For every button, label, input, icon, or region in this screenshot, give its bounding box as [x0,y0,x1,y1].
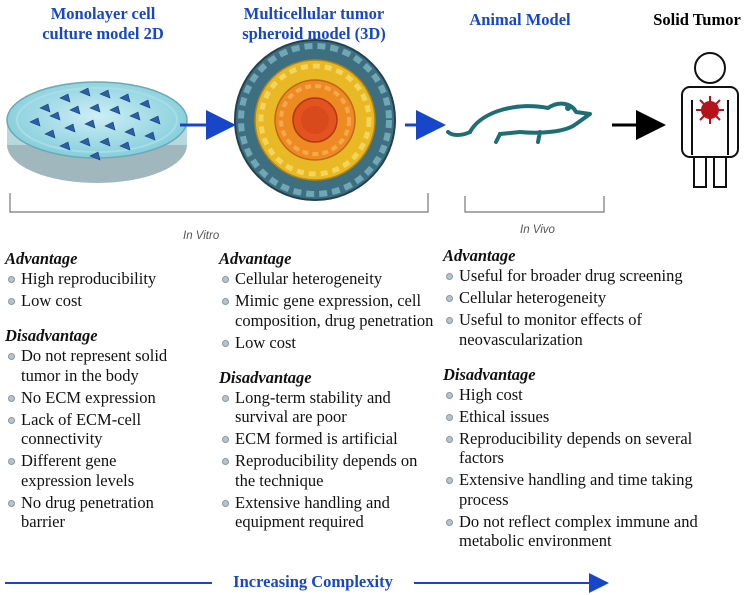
list-item: No drug penetration barrier [5,493,185,532]
petri-dish-icon [6,81,188,183]
list-item: Extensive handling and equipment require… [219,493,434,532]
list-item: Ethical issues [443,407,708,427]
disadvantage-heading: Disadvantage [219,367,312,387]
advantage-heading: Advantage [443,246,516,265]
mouse-icon [446,101,592,144]
title-line: Multicellular tumor [243,4,385,23]
list-item: High cost [443,385,708,405]
list-item: Cellular heterogeneity [219,269,434,289]
column-3d: Advantage Cellular heterogeneity Mimic g… [219,249,434,534]
column-animal: Advantage Useful for broader drug screen… [443,246,748,553]
in-vivo-bracket [464,196,605,213]
list-item: No ECM expression [5,388,185,408]
stage-title-animal: Animal Model [440,10,600,30]
list-item: Mimic gene expression, cell composition,… [219,291,434,330]
advantage-heading: Advantage [5,249,78,268]
list-item: Low cost [219,333,434,353]
list-item: Low cost [5,291,210,311]
stage-title-solid-tumor: Solid Tumor [640,10,754,30]
complexity-label: Increasing Complexity [233,572,393,591]
list-item: Long-term stability and survival are poo… [219,388,434,427]
title-line: Monolayer cell [50,4,156,23]
disadvantage-list: Do not represent solid tumor in the body… [5,346,185,532]
list-item: Useful for broader drug screening [443,266,723,286]
list-item: Reproducibility depends on several facto… [443,429,708,468]
in-vitro-label: In Vitro [183,230,220,242]
advantage-list: Cellular heterogeneity Mimic gene expres… [219,269,434,352]
list-item: Extensive handling and time taking proce… [443,470,708,509]
disadvantage-list: High cost Ethical issues Reproducibility… [443,385,708,551]
title-line: spheroid model (3D) [242,24,386,43]
advantage-heading: Advantage [219,249,292,268]
tumor-icon [696,96,724,124]
list-item: Different gene expression levels [5,451,185,490]
list-item: High reproducibility [5,269,210,289]
spheroid-icon [234,39,396,201]
list-item: ECM formed is artificial [219,429,434,449]
complexity-axis: Increasing Complexity [0,570,754,594]
disadvantage-heading: Disadvantage [5,326,98,345]
complexity-arrow [5,573,609,593]
list-item: Lack of ECM-cell connectivity [5,410,185,449]
column-2d: Advantage High reproducibility Low cost … [5,249,210,534]
title-line: Animal Model [469,10,571,29]
title-line: culture model 2D [42,24,164,43]
in-vitro-bracket [9,193,429,213]
list-item: Useful to monitor effects of neovascular… [443,310,723,349]
advantage-list: High reproducibility Low cost [5,269,210,311]
disadvantage-list: Long-term stability and survival are poo… [219,388,434,532]
disadvantage-heading: Disadvantage [443,364,536,384]
advantage-list: Useful for broader drug screening Cellul… [443,266,723,349]
list-item: Do not represent solid tumor in the body [5,346,185,385]
stage-title-3d: Multicellular tumor spheroid model (3D) [214,4,414,44]
list-item: Reproducibility depends on the technique [219,451,434,490]
list-item: Do not reflect complex immune and metabo… [443,512,708,551]
title-line: Solid Tumor [653,10,741,29]
stage-title-2d: Monolayer cell culture model 2D [8,4,198,44]
stage-illustrations [6,39,739,213]
list-item: Cellular heterogeneity [443,288,723,308]
in-vivo-label: In Vivo [520,224,555,236]
